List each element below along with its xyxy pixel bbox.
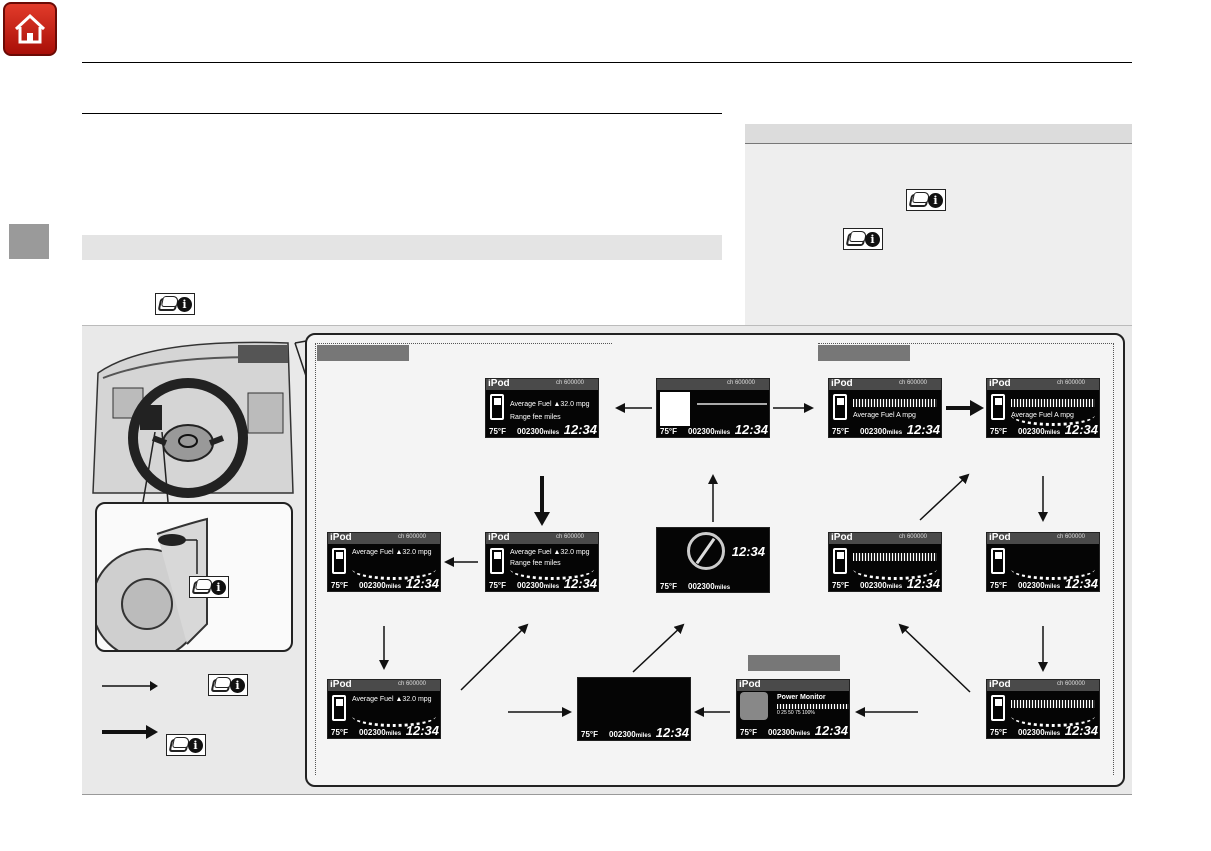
home-button[interactable] bbox=[3, 2, 57, 56]
steering-wheel-illustration bbox=[92, 341, 294, 498]
note-box: i i bbox=[745, 124, 1132, 325]
switch-closeup: i bbox=[95, 502, 293, 652]
callout-lines bbox=[142, 432, 169, 503]
header-rule bbox=[82, 62, 1132, 63]
note-header bbox=[745, 124, 1132, 144]
info-button-icon: i bbox=[155, 293, 195, 315]
chapter-tab[interactable] bbox=[9, 224, 49, 259]
right-group-outline bbox=[818, 343, 1114, 775]
group-tag bbox=[317, 345, 409, 361]
left-group-outline bbox=[315, 343, 612, 775]
home-icon bbox=[14, 13, 46, 44]
group-tag bbox=[818, 345, 910, 361]
screen-tag bbox=[748, 655, 840, 671]
info-button-icon: i bbox=[906, 189, 946, 211]
flow-arrows bbox=[379, 400, 1048, 717]
info-button-icon: i bbox=[189, 576, 229, 598]
section-rule bbox=[82, 113, 722, 114]
subheading-bar bbox=[82, 235, 722, 260]
info-button-icon: i bbox=[166, 734, 206, 756]
legend-arrows bbox=[102, 681, 158, 739]
info-button-icon: i bbox=[208, 674, 248, 696]
info-button-icon: i bbox=[843, 228, 883, 250]
